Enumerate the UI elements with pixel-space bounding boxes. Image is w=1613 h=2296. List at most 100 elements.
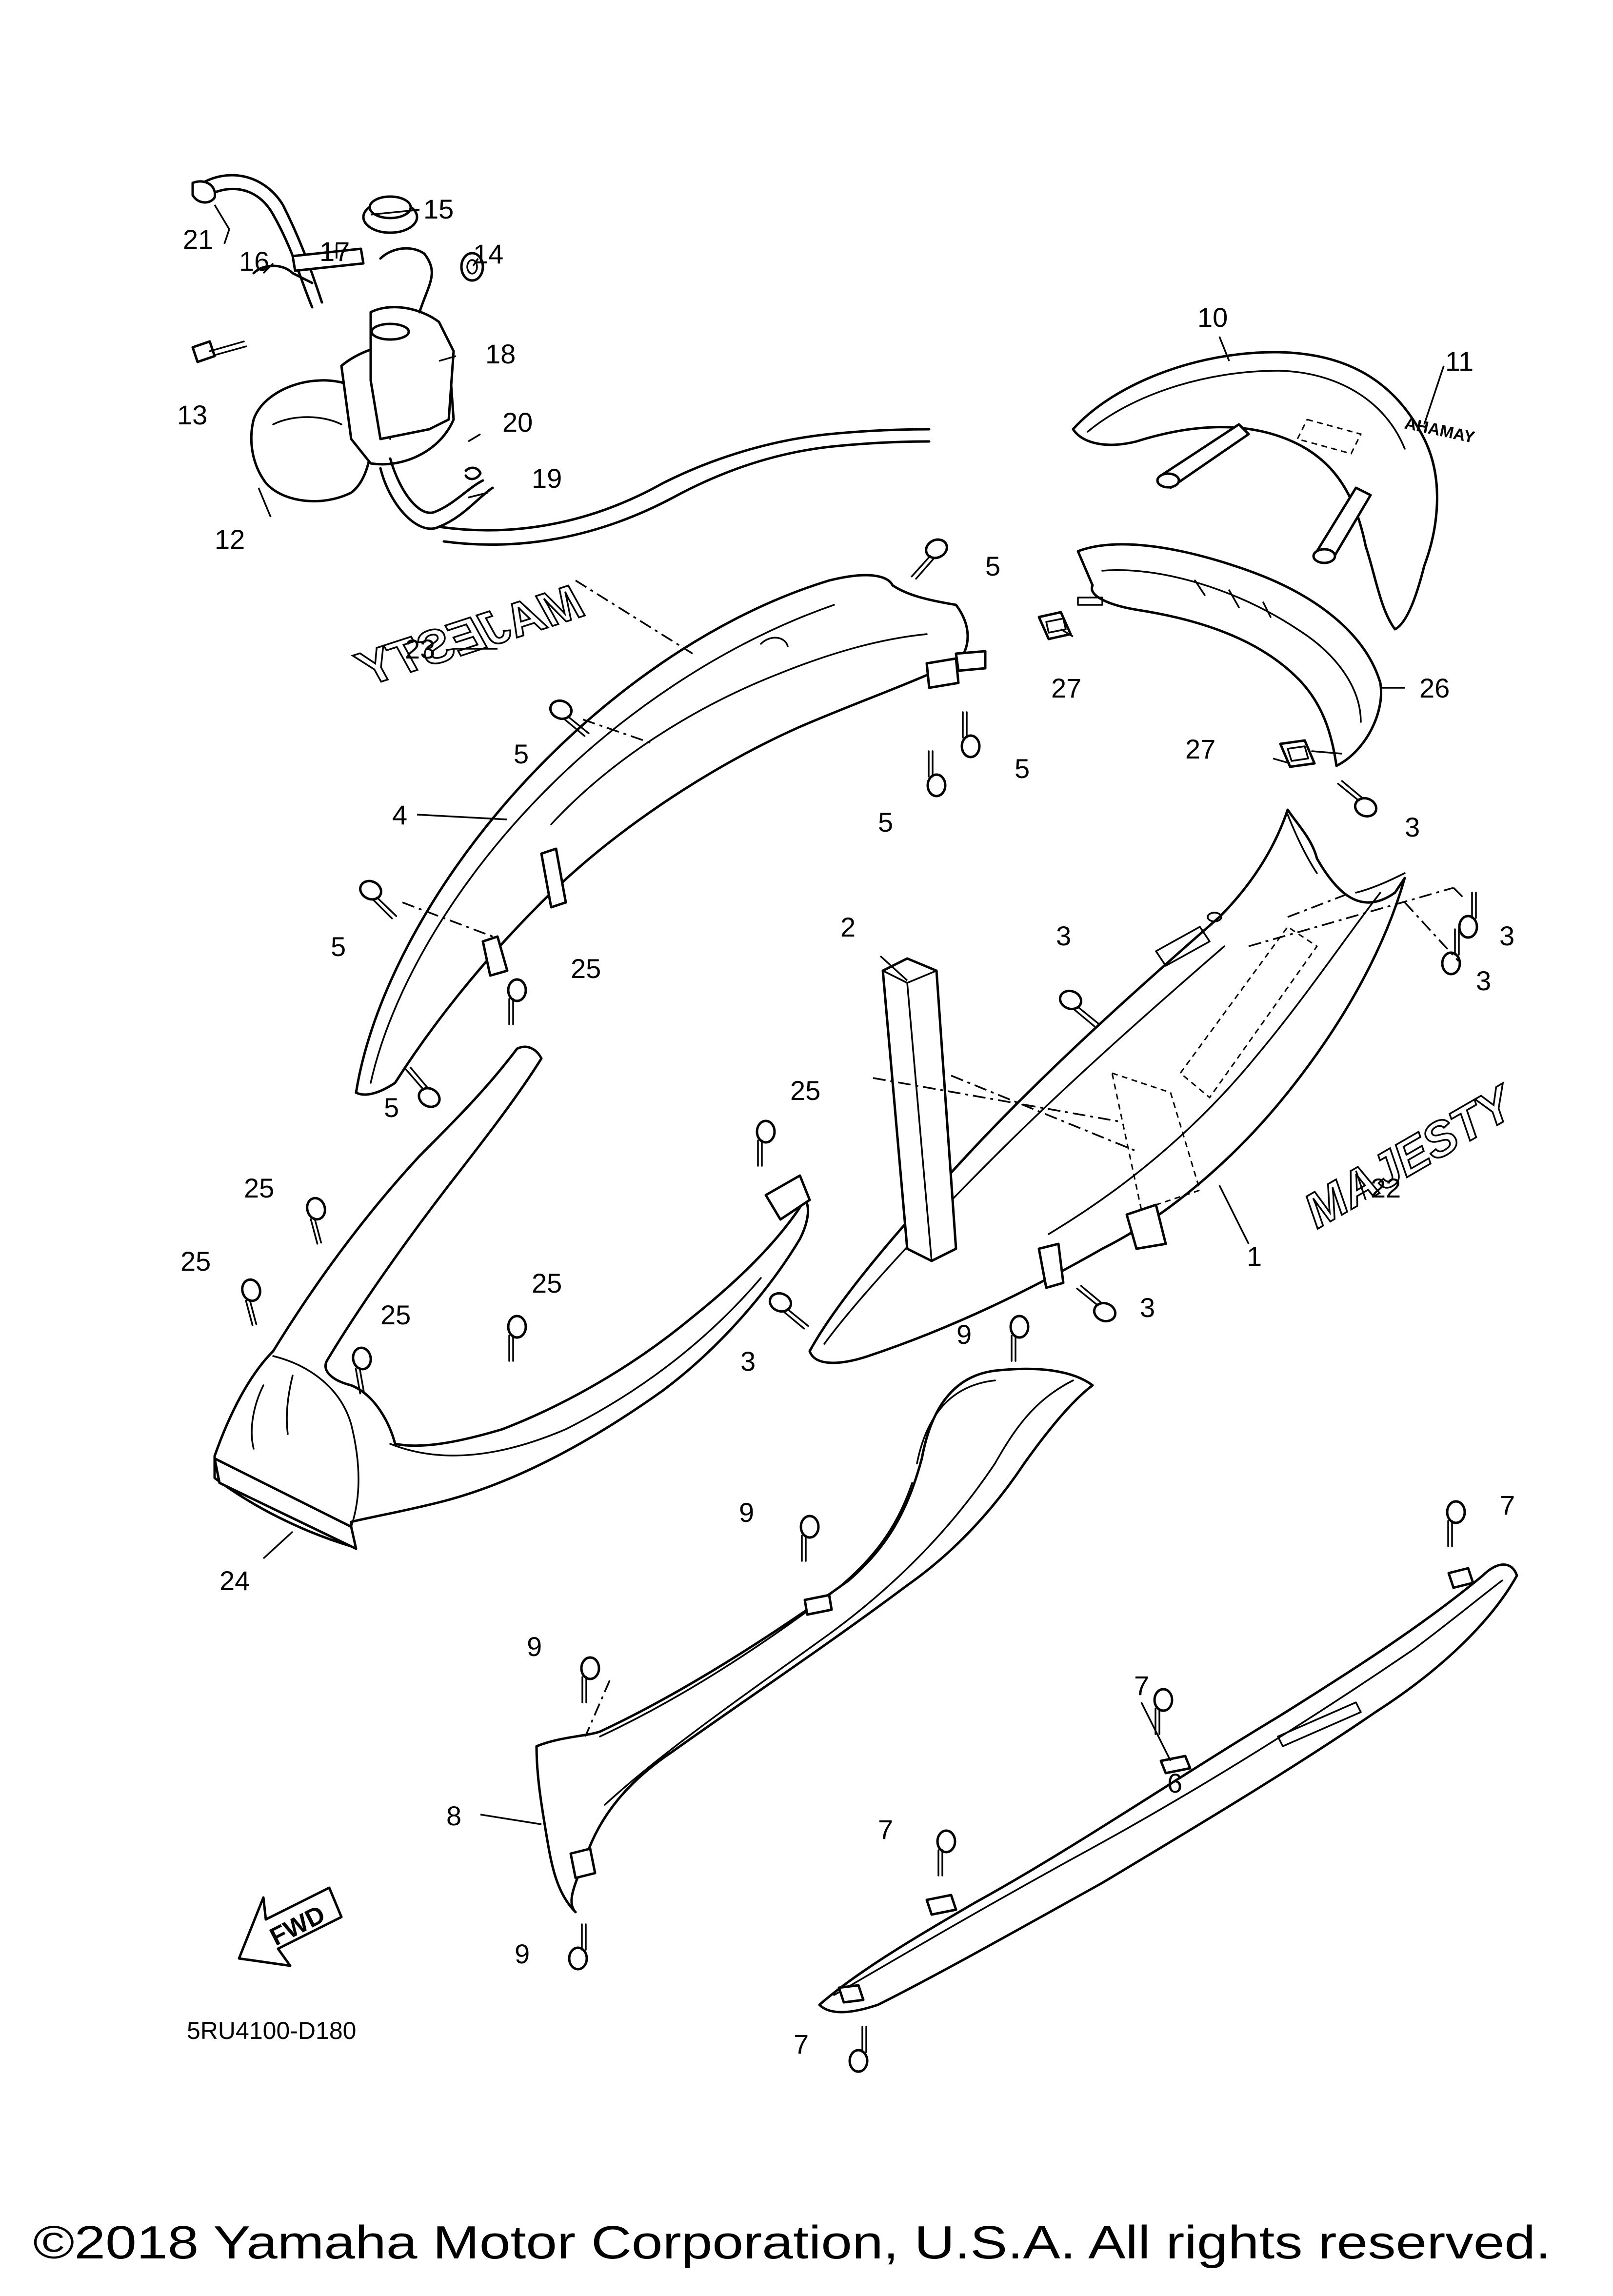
- filler-neck: [370, 322, 410, 341]
- screw: [568, 1923, 588, 1971]
- callout-label: 25: [571, 953, 601, 984]
- leg-shield-lower-inner: [389, 1277, 762, 1457]
- leg-shield-upper-tip: [764, 1174, 811, 1221]
- callout-label: 25: [380, 1299, 411, 1330]
- callout-label: 14: [473, 239, 503, 269]
- side-cover-left-bracket: [540, 847, 567, 909]
- callout-label: 27: [1051, 673, 1081, 703]
- screw: [1441, 928, 1461, 976]
- screw: [1058, 989, 1099, 1027]
- callout-label: 23: [405, 634, 435, 664]
- screw: [352, 1346, 372, 1395]
- rear-cover-boss: [1156, 472, 1180, 489]
- callout-label: 5: [985, 551, 1000, 581]
- callout-label: 18: [485, 339, 516, 369]
- callout-label: 27: [1185, 734, 1215, 764]
- leader-lines: [214, 204, 1445, 1825]
- rear-cover-body: [1072, 351, 1438, 631]
- reservoir-assembly: [191, 174, 931, 546]
- screw: [405, 1066, 441, 1108]
- hose-end: [191, 180, 217, 204]
- reservoir-tank: [250, 379, 374, 502]
- side-cover-right-inner: [1048, 892, 1381, 1235]
- callout-label: 15: [423, 194, 454, 224]
- side-cover-left: [355, 574, 987, 1096]
- inner-cover-detail: [1194, 579, 1272, 618]
- footboard: [535, 1367, 1094, 1914]
- callout-label: 3: [1140, 1292, 1155, 1323]
- side-cover-right-edge: [823, 945, 1225, 1345]
- leg-shield-lower-rib: [251, 1375, 294, 1450]
- callout-label: 5: [384, 1092, 399, 1123]
- side-emblem-left: MAJESTY: [348, 573, 590, 699]
- callout-label: 5: [514, 739, 529, 769]
- callout-label: 21: [183, 224, 213, 255]
- screw: [1458, 892, 1478, 939]
- callout-label: 7: [1500, 1490, 1515, 1520]
- side-skirt-mount-4: [837, 1984, 865, 2004]
- side-cover-right-hole: [1207, 912, 1222, 922]
- callout-label: 9: [739, 1497, 754, 1528]
- callout-label: 3: [1476, 965, 1491, 996]
- callout-label: 11: [1445, 346, 1474, 377]
- side-cover-left-edge: [370, 604, 835, 1084]
- leg-shield-lower-edge: [272, 1355, 359, 1528]
- screw: [911, 538, 948, 580]
- callout-label: 25: [244, 1173, 274, 1203]
- screws: [241, 538, 1478, 2073]
- callout-label: 9: [515, 1938, 530, 1969]
- callout-label: 24: [219, 1565, 250, 1596]
- side-cover-left-body: [355, 574, 969, 1096]
- callout-label: 13: [177, 399, 207, 430]
- leg-shield-lower-body: [213, 1045, 810, 1548]
- side-cover-spacer-area: [1111, 1072, 1201, 1211]
- side-skirt-edge: [833, 1579, 1503, 1996]
- screw: [549, 699, 590, 737]
- inner-cover: [1076, 543, 1382, 767]
- arrow-icon: [238, 1886, 343, 1967]
- callout-label: 17: [319, 236, 350, 267]
- clip: [464, 466, 482, 480]
- hose-joint: [291, 247, 365, 272]
- spacer: [881, 957, 957, 1262]
- callout-label: 19: [532, 463, 562, 494]
- callout-label: 26: [1419, 673, 1450, 703]
- screw: [848, 2026, 869, 2073]
- callout-label: 3: [1405, 812, 1420, 842]
- callout-label: 5: [1015, 753, 1030, 784]
- screw: [306, 1197, 326, 1245]
- vent-hose: [379, 247, 433, 314]
- screw: [799, 1515, 820, 1562]
- speed-nut: [1279, 739, 1316, 768]
- callout-label: 16: [239, 246, 269, 277]
- rear-cover-boss-2: [1312, 548, 1336, 564]
- emblem-position: [1296, 419, 1362, 455]
- screw: [580, 1656, 600, 1703]
- screw: [768, 1292, 809, 1330]
- footboard-ridge-2: [916, 1379, 996, 1464]
- callout-label: 9: [527, 1631, 542, 1662]
- rear-cover: AHAMAY: [1072, 351, 1476, 631]
- side-cover-emblem-area: [1179, 925, 1318, 1099]
- inner-cover-tab: [1077, 597, 1342, 755]
- footboard-mount-2: [803, 1594, 833, 1616]
- side-cover-left-inner: [550, 633, 928, 825]
- side-skirt-body: [818, 1563, 1518, 2014]
- alignment-lines: [402, 579, 1464, 1737]
- long-overflow-hose-inner: [442, 440, 931, 546]
- side-cover-right-tab-2: [1125, 1203, 1167, 1250]
- side-skirt-mount: [925, 1894, 957, 1916]
- callout-label: 7: [794, 2029, 809, 2059]
- side-skirt-mount-2: [1159, 1755, 1192, 1775]
- callout-label: 20: [502, 407, 533, 438]
- side-emblem-left-text: MAJESTY: [349, 574, 589, 698]
- screw: [1076, 1285, 1117, 1323]
- callout-label: 25: [532, 1268, 562, 1298]
- callout-label: 3: [740, 1346, 756, 1377]
- screw: [756, 1119, 776, 1167]
- side-cover-left-tab-2: [955, 650, 987, 672]
- footboard-body: [535, 1367, 1094, 1914]
- callout-label: 1: [1247, 1241, 1262, 1272]
- callout-labels: 1 2 3 3 3 3 3 3 4 5 5 5 5 5 5 6 7 7 7 7 …: [177, 194, 1515, 2059]
